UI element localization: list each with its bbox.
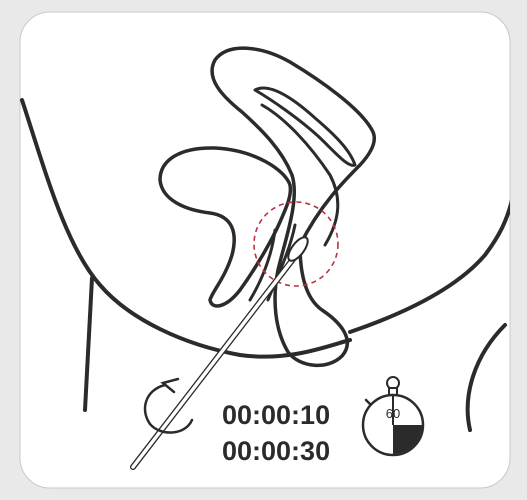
- stopwatch-label: 60: [386, 406, 400, 421]
- timer-line-2: 00:00:30: [222, 436, 330, 466]
- timer-line-1: 00:00:10: [222, 400, 330, 430]
